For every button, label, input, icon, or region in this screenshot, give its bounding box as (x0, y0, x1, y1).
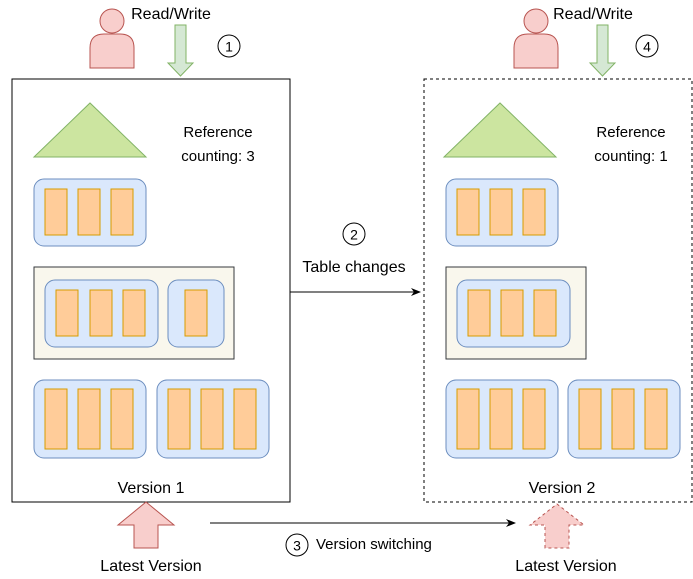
data-cell (77, 188, 101, 236)
latest-version-arrow-left (116, 501, 176, 549)
step-number-4: 4 (643, 39, 651, 55)
data-cell (89, 289, 113, 337)
step-number-2: 2 (350, 227, 358, 243)
table-changes-label: Table changes (302, 259, 405, 276)
step-badge-4: 4 (635, 34, 659, 58)
data-cell (611, 388, 635, 450)
data-group (167, 279, 225, 348)
version-switching-connector: 3 Version switching (210, 519, 516, 557)
version-label-right: Version 2 (529, 480, 596, 497)
data-cell (184, 289, 208, 337)
data-cell (110, 388, 134, 450)
reference-label-right-line1: Reference (596, 124, 665, 141)
data-cell (467, 289, 491, 337)
user-icon-left (89, 8, 135, 69)
user-icon-right (513, 8, 559, 69)
step-number-1: 1 (225, 39, 233, 55)
read-write-arrow-left (166, 24, 195, 77)
data-cell (200, 388, 224, 450)
data-group (456, 279, 571, 348)
data-cell (110, 188, 134, 236)
data-cell (167, 388, 191, 450)
version-label-left: Version 1 (118, 480, 185, 497)
read-write-label-right: Read/Write (553, 6, 633, 23)
reference-label-right-line2: counting: 1 (594, 148, 667, 165)
reference-label-left-line1: Reference (183, 124, 252, 141)
step-badge-1: 1 (217, 34, 241, 58)
data-cell (489, 388, 513, 450)
root-triangle-left (32, 102, 148, 158)
data-group (33, 178, 147, 247)
data-cell (77, 388, 101, 450)
data-cell (456, 388, 480, 450)
latest-version-label-right: Latest Version (515, 558, 616, 575)
data-cell (456, 188, 480, 236)
data-cell (44, 388, 68, 450)
step-badge-2 (342, 222, 366, 246)
read-write-label-left: Read/Write (131, 6, 211, 23)
data-cell (55, 289, 79, 337)
data-group (33, 379, 147, 459)
data-cell (578, 388, 602, 450)
data-group (44, 279, 159, 348)
root-triangle-right (442, 102, 558, 158)
data-group (445, 379, 559, 459)
data-cell (522, 388, 546, 450)
data-cell (233, 388, 257, 450)
step-badge-3 (285, 533, 309, 557)
data-group (567, 379, 681, 459)
reference-label-left-line2: counting: 3 (181, 148, 254, 165)
data-cell (44, 188, 68, 236)
data-cell (122, 289, 146, 337)
data-cell (533, 289, 557, 337)
changed-container-right (445, 266, 587, 360)
data-group (445, 178, 559, 247)
step-number-3: 3 (293, 538, 301, 554)
read-write-arrow-right (588, 24, 617, 77)
version-1-panel: Read/Write 1 Reference counting: 3 (11, 6, 291, 575)
data-cell (644, 388, 668, 450)
changed-container-left (33, 266, 235, 360)
version-switching-label: Version switching (316, 536, 432, 553)
data-group (156, 379, 270, 459)
latest-version-label-left: Latest Version (100, 558, 201, 575)
data-cell (489, 188, 513, 236)
latest-version-arrow-right (528, 503, 586, 549)
data-cell (500, 289, 524, 337)
data-cell (522, 188, 546, 236)
